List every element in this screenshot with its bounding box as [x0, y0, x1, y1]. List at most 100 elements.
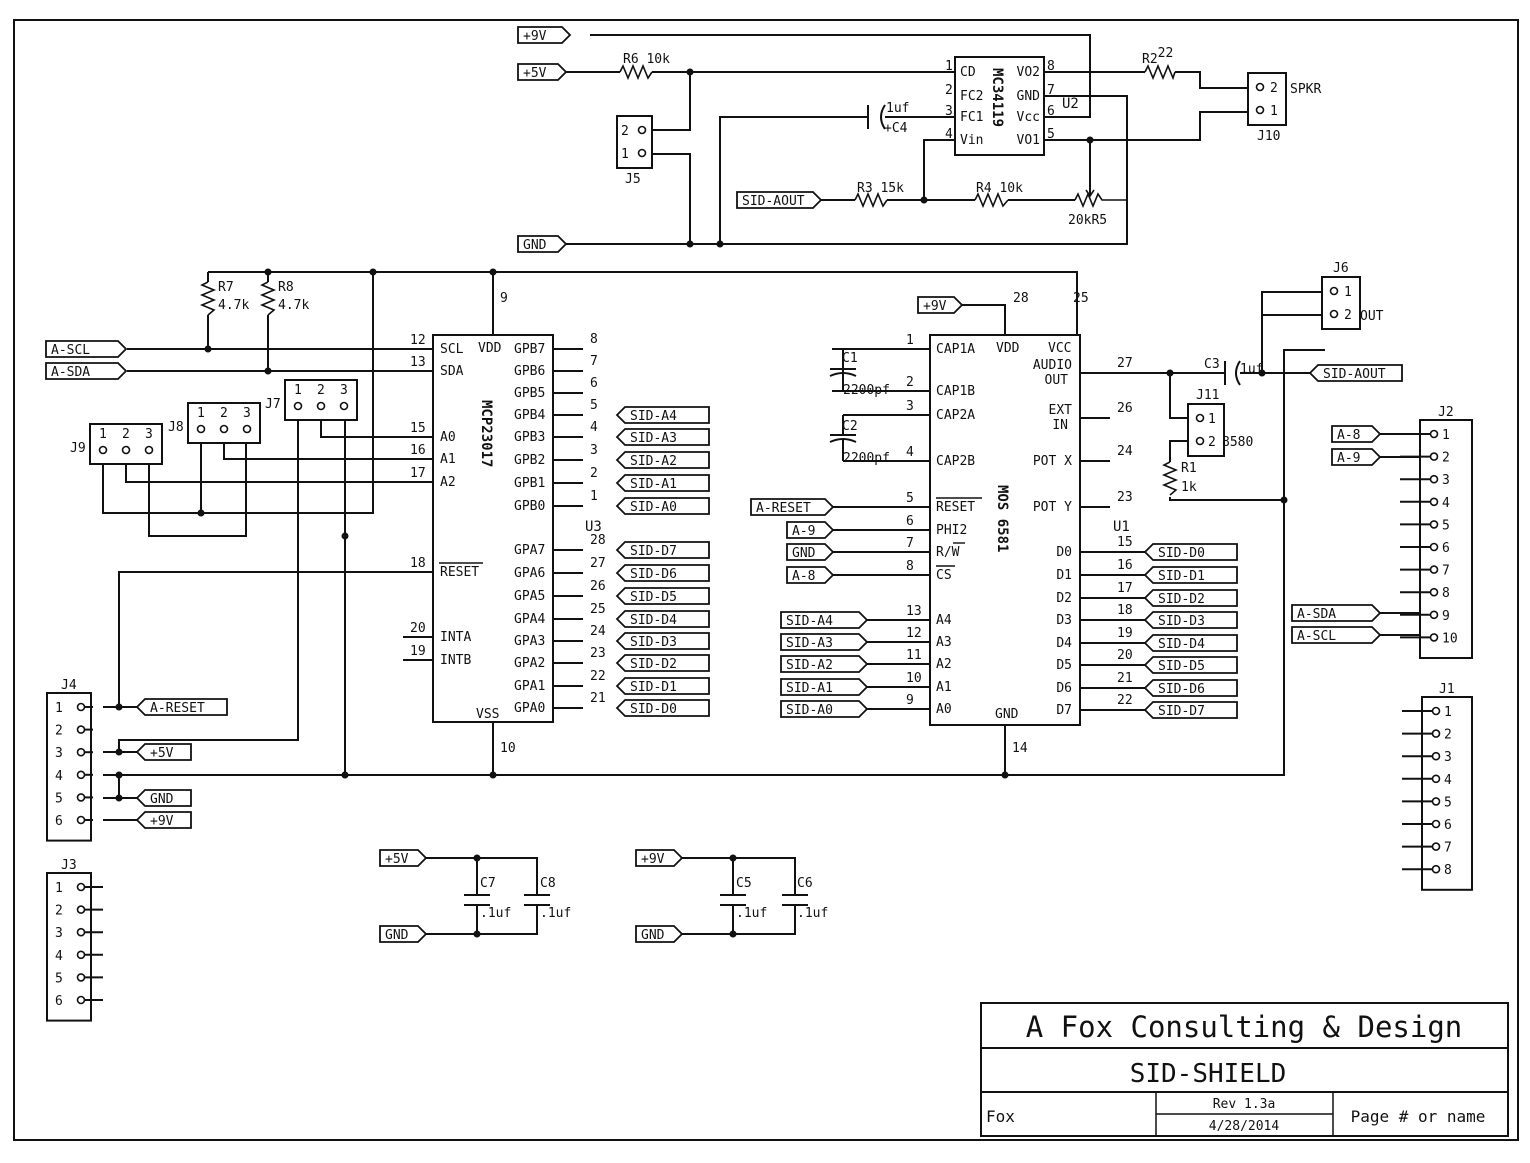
- u1-pin-label: D1: [1056, 568, 1072, 583]
- u3-pin-label: GPB5: [514, 386, 545, 401]
- connector-pin: [1431, 864, 1441, 874]
- net-flag-a-scl-text: A-SCL: [51, 343, 90, 358]
- net-flag-a-reset-text: A-RESET: [756, 501, 811, 516]
- net-flag-sid-a-text: SID-A2: [630, 454, 677, 469]
- connector-pin-number: 2: [621, 124, 629, 139]
- u3-pin-label: GPA1: [514, 679, 545, 694]
- net-flag-sid-a: SID-A0: [615, 497, 710, 515]
- u3-pin-label: A2: [440, 475, 456, 490]
- connector-pin: [76, 747, 86, 757]
- u1-pin-label: D7: [1056, 703, 1072, 718]
- net-flag-sid-d: SID-D3: [615, 632, 710, 650]
- net-flags: +9V+5VGNDSID-AOUT+9VA-SCLA-SDASID-A4SID-…: [45, 26, 1420, 943]
- net-flag-9v-text: +9V: [150, 814, 174, 829]
- u1-pin-number: 8: [906, 559, 914, 574]
- u1-pin-number: 23: [1117, 490, 1133, 505]
- connector-pin-number: 3: [55, 926, 63, 941]
- net-flag-a9: A-9: [1331, 448, 1382, 466]
- connector-pin-number: 4: [1444, 773, 1452, 788]
- net-flag-a-scl: A-SCL: [1291, 626, 1382, 644]
- net-flag-gnd-text: GND: [641, 928, 665, 943]
- connector-pin: [293, 401, 303, 411]
- net-flag-5v: +5V: [135, 743, 192, 761]
- net-flag-sid-a-text: SID-A4: [786, 614, 833, 629]
- u2-name: MC34119: [989, 68, 1005, 127]
- company-name: A Fox Consulting & Design: [1026, 1010, 1463, 1044]
- connector-pin: [76, 950, 86, 960]
- j11-ref: J11: [1196, 388, 1219, 403]
- author-name: Fox: [986, 1107, 1015, 1126]
- connector-pin: [1431, 842, 1441, 851]
- net-flag-9v: +9V: [635, 849, 684, 867]
- net-flag-gnd: GND: [517, 235, 568, 253]
- connector-pin: [1431, 751, 1441, 761]
- connector-pin: [1255, 82, 1265, 92]
- net-flag-9v: +9V: [517, 26, 572, 44]
- r3-label: R3 15k: [857, 181, 904, 196]
- u1-pin-label: OUT: [1045, 373, 1069, 388]
- u3-pin-number: 7: [590, 354, 598, 369]
- net-flag-9v-text: +9V: [523, 29, 547, 44]
- net-flag-sid-aout-text: SID-AOUT: [742, 194, 805, 209]
- net-flag-9v: +9V: [135, 811, 192, 829]
- net-flag-sid-aout: SID-AOUT: [1308, 364, 1403, 382]
- u1-pin-number: 3: [906, 399, 914, 414]
- u2-pin-label: CD: [960, 65, 976, 80]
- net-flag-sid-d: SID-D5: [615, 587, 710, 605]
- u2-pin-number: 7: [1047, 83, 1055, 98]
- connector-pin: [144, 445, 154, 455]
- connector-pin-number: 2: [1270, 81, 1278, 96]
- connector-pin: [76, 793, 86, 802]
- net-flag-sid-d: SID-D6: [615, 564, 710, 582]
- connector-pin-number: 2: [122, 427, 130, 442]
- u1-pin-number: 20: [1117, 648, 1133, 663]
- connector-pin: [1429, 520, 1439, 529]
- u2-pin-label: VO2: [1017, 65, 1040, 80]
- net-flag-sid-d: SID-D0: [615, 699, 710, 717]
- connector-pin: [316, 401, 326, 411]
- connector-pin: [242, 424, 252, 434]
- connector-pin-number: 2: [1442, 451, 1450, 466]
- connector-pin-number: 8: [1444, 863, 1452, 878]
- u2-pin-label: FC2: [960, 89, 983, 104]
- connector-pin: [1195, 436, 1205, 446]
- connector-pin-number: 1: [99, 427, 107, 442]
- connector-pin: [1429, 452, 1439, 461]
- net-flag-sid-d-text: SID-D6: [1158, 682, 1205, 697]
- u3-pin-number: 1: [590, 489, 598, 504]
- connector-pin: [1329, 309, 1339, 319]
- u2-pin-number: 4: [945, 127, 953, 142]
- u1-pin-label: A3: [936, 635, 952, 650]
- u1-pin-label: CAP1B: [936, 384, 975, 399]
- u1-vcc-pin-number: 25: [1073, 291, 1089, 306]
- connector-pin-number: 5: [1444, 795, 1452, 810]
- connector-pin-number: 2: [55, 904, 63, 919]
- u2-pin-number: 6: [1047, 104, 1055, 119]
- date: 4/28/2014: [1209, 1119, 1280, 1134]
- connector-pin: [1429, 497, 1439, 507]
- net-flag-gnd: GND: [635, 925, 684, 943]
- u3-pin-label: SCL: [440, 342, 464, 357]
- net-flag-sid-d: SID-D7: [615, 541, 710, 559]
- u1-pin-label: EXT: [1049, 403, 1073, 418]
- connector-pin-number: 8: [1442, 586, 1450, 601]
- u2-pin-number: 2: [945, 83, 953, 98]
- net-flag-sid-a-text: SID-A1: [630, 477, 677, 492]
- u3-pin-label: SDA: [440, 364, 464, 379]
- connector-pin-number: 2: [220, 406, 228, 421]
- j8-ref: J8: [168, 420, 184, 435]
- u1-pin-number: 9: [906, 693, 914, 708]
- u1-pin-label: A1: [936, 680, 952, 695]
- u1-pin-number: 1: [906, 333, 914, 348]
- u1-pin-number: 27: [1117, 356, 1133, 371]
- connector-pin: [1255, 105, 1265, 115]
- connector-pin-number: 5: [1442, 518, 1450, 533]
- u3-pin-number: 24: [590, 624, 606, 639]
- u3-pin-label: GPB6: [514, 364, 545, 379]
- r5-label: 20kR5: [1068, 213, 1107, 228]
- r1-value: 1k: [1181, 480, 1197, 495]
- u3-pin-label: GPA0: [514, 701, 545, 716]
